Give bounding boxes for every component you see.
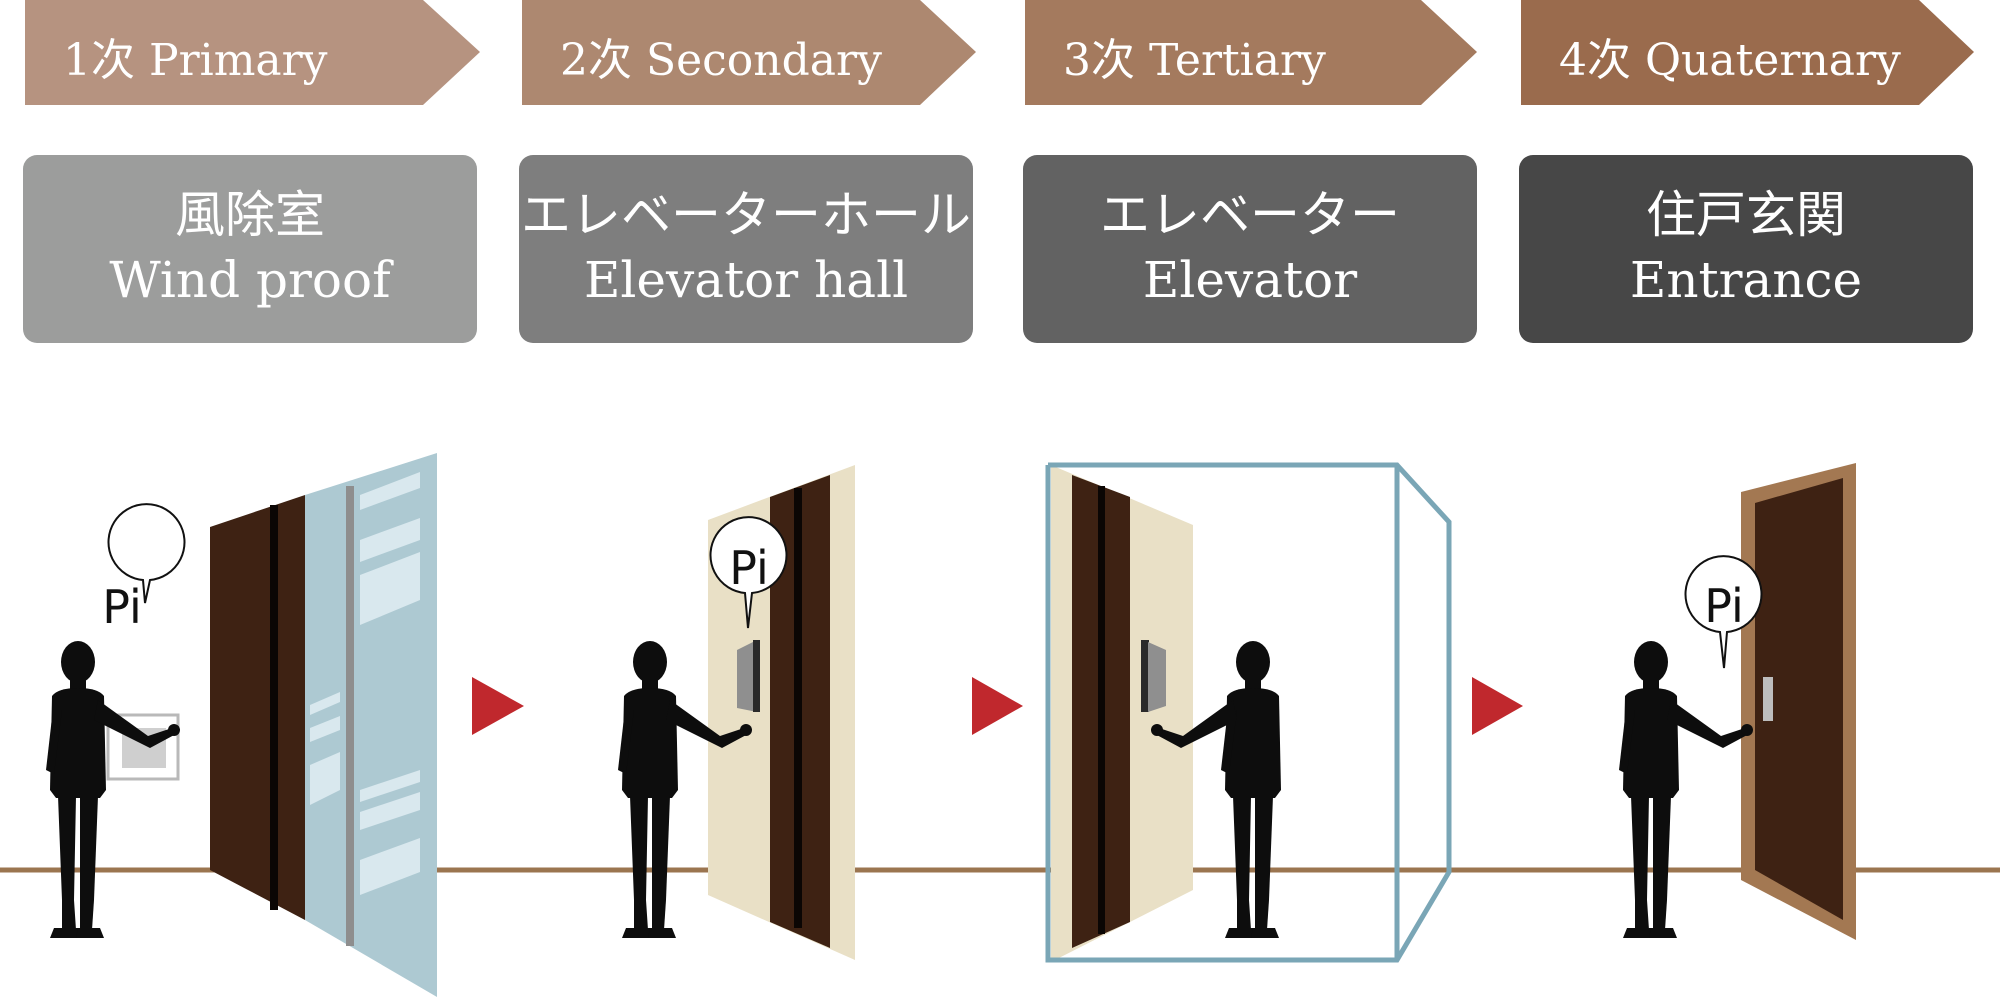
- elevator-car: [1045, 462, 1452, 963]
- wind-proof-door-group: [210, 453, 437, 997]
- stage-3-arrow: 3次 Tertiary: [1025, 0, 1477, 105]
- pi-speech-bubble-2: Pi: [709, 516, 788, 629]
- zone-elevator-hall: エレベーターホール Elevator hall: [519, 155, 973, 343]
- stage-3-label: 3次 Tertiary: [1063, 35, 1326, 86]
- stage-4-label: 4次 Quaternary: [1559, 35, 1901, 86]
- stage-4-arrow-shape: [1521, 0, 1974, 105]
- entrance-door-group: [1741, 463, 1856, 940]
- pi-speech-bubble-1: Pi: [102, 503, 186, 634]
- next-arrow-2: [972, 677, 1023, 735]
- glass-reflection: [310, 692, 340, 715]
- zone-1-jp-label: 風除室: [175, 186, 325, 244]
- stage-2-arrow-shape: [522, 0, 976, 105]
- zone-3-jp-label: エレベーター: [1100, 186, 1400, 244]
- stage-1-label: 1次 Primary: [63, 35, 328, 86]
- glass-reflection: [360, 792, 420, 830]
- pi-speech-bubble-4: Pi: [1684, 555, 1763, 669]
- stage-3-arrow-shape: [1025, 0, 1477, 105]
- glass-reflection: [310, 716, 340, 742]
- stage-1-arrow: 1次 Primary: [25, 0, 480, 105]
- call-button-panel: [737, 640, 760, 712]
- zone-1-en-label: Wind proof: [109, 251, 391, 309]
- zone-elevator: エレベーター Elevator: [1023, 155, 1477, 343]
- pi-bubble-text-2: Pi: [729, 541, 769, 595]
- pi-bubble-text-4: Pi: [1704, 579, 1744, 633]
- zone-4-en-label: Entrance: [1629, 251, 1863, 309]
- elevator-button-panel: [1141, 640, 1166, 712]
- zone-4-jp-label: 住戸玄関: [1646, 186, 1846, 244]
- wind-proof-door: [210, 495, 305, 920]
- zone-entrance: 住戸玄関 Entrance: [1519, 155, 1973, 343]
- zone-wind-proof: 風除室 Wind proof: [23, 155, 477, 343]
- zone-3-en-label: Elevator: [1142, 251, 1358, 309]
- glass-frame: [346, 486, 354, 946]
- next-arrow-3: [1472, 677, 1523, 735]
- glass-reflection: [360, 838, 420, 895]
- glass-reflection: [360, 770, 420, 802]
- pi-bubble-text-1: Pi: [102, 580, 142, 634]
- resident-silhouette-1: [46, 641, 180, 938]
- glass-reflection: [310, 752, 340, 805]
- glass-reflection: [360, 518, 420, 562]
- glass-reflection: [360, 472, 420, 510]
- intercom-panel: [106, 713, 180, 781]
- door-seam: [270, 505, 278, 910]
- stage-2-arrow: 2次 Secondary: [522, 0, 976, 105]
- stage-1-arrow-shape: [25, 0, 480, 105]
- stage-2-label: 2次 Secondary: [560, 35, 882, 86]
- zone-2-jp-label: エレベーターホール: [521, 186, 971, 244]
- glass-reflection: [360, 552, 420, 625]
- stage-4-arrow: 4次 Quaternary: [1521, 0, 1974, 105]
- entrance-door: [1755, 478, 1843, 920]
- entrance-door-handle: [1763, 677, 1773, 721]
- zone-2-en-label: Elevator hall: [583, 251, 909, 309]
- resident-silhouette-4: [1619, 641, 1753, 938]
- next-arrow-1: [472, 677, 524, 735]
